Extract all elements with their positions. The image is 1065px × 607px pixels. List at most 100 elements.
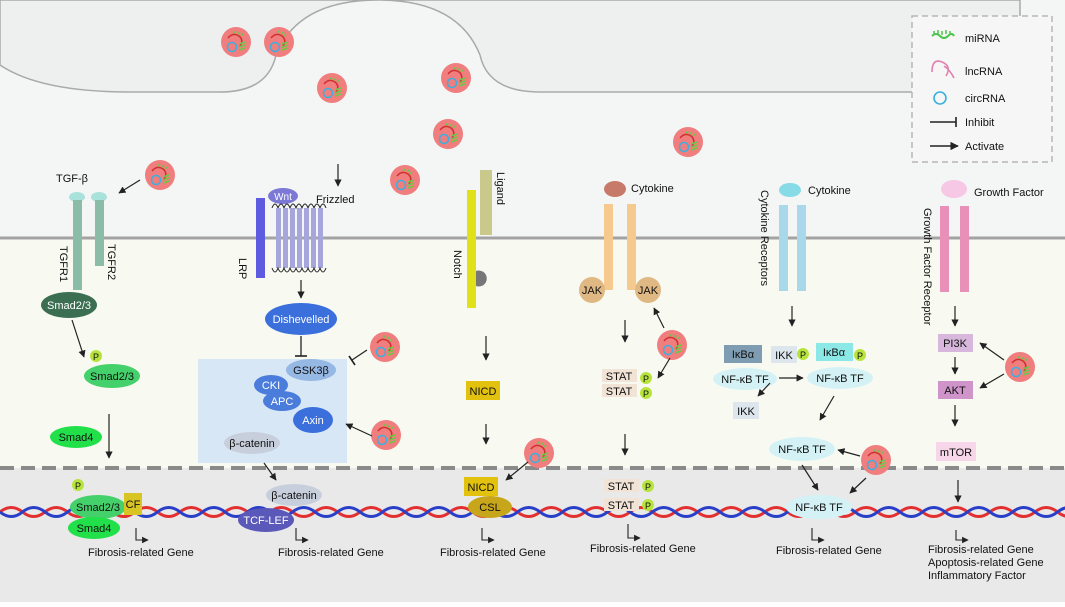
pi3k-akt-pathway: Growth Factor Growth Factor Receptor PI3… bbox=[921, 180, 1044, 582]
stat-label-1: STAT bbox=[606, 371, 633, 383]
cf-label: CF bbox=[126, 499, 141, 511]
ikk-bottom-label: IKK bbox=[737, 406, 755, 418]
nuclear-bcatenin-label: β-catenin bbox=[271, 490, 316, 502]
lrp-receptor bbox=[256, 198, 265, 278]
nuclear-nfkb-label: NF-κB TF bbox=[795, 502, 843, 514]
stat-box-2 bbox=[602, 384, 637, 397]
bcatenin-nuclear-arrow bbox=[263, 462, 277, 481]
nfkb-cytokine-label: Cytokine bbox=[808, 185, 851, 197]
bcatenin-node bbox=[224, 432, 280, 454]
transcription-arrow bbox=[955, 530, 969, 544]
jak-stat-pathway: Cytokine JAK JAK STAT P STAT P STAT P ST… bbox=[579, 181, 696, 555]
nuclear-smad23-label: Smad2/3 bbox=[76, 502, 120, 514]
dishevelled-node bbox=[265, 303, 337, 335]
nuclear-nfkb-node bbox=[786, 495, 852, 519]
legend-lncrna-label: lncRNA bbox=[965, 66, 1003, 78]
tgfr1-receptor bbox=[73, 200, 82, 290]
notch-pathway: Ligand Notch NICD NICD CSL Fibrosis-rela… bbox=[440, 170, 546, 559]
exosome-icon bbox=[672, 126, 704, 158]
csl-node bbox=[468, 496, 512, 518]
ikba-right-box bbox=[816, 343, 853, 361]
ikk-top-box bbox=[771, 346, 797, 363]
wnt-gene-label: Fibrosis-related Gene bbox=[278, 547, 384, 559]
ligand-bar bbox=[480, 170, 492, 235]
exosome-icon bbox=[316, 72, 348, 104]
nuclear-stat-label-1: STAT bbox=[608, 481, 635, 493]
phospho-label: P bbox=[643, 389, 649, 399]
mtor-box bbox=[936, 442, 976, 461]
notch-label: Notch bbox=[451, 250, 463, 279]
legend-circrna-label: circRNA bbox=[965, 93, 1006, 105]
smad4-label: Smad4 bbox=[59, 432, 94, 444]
stat-label-2: STAT bbox=[606, 386, 633, 398]
gsk3b-node bbox=[286, 359, 336, 381]
axin-node bbox=[293, 407, 333, 433]
bcatenin-label: β-catenin bbox=[229, 438, 274, 450]
vesicle-to-stat-arrow bbox=[657, 357, 671, 379]
vesicle-to-nuclear-nfkb-arrow bbox=[849, 477, 867, 494]
smad-activation-arrow bbox=[71, 319, 86, 358]
legend: miRNA lncRNA circRNA Inhibit Activate bbox=[911, 15, 1053, 163]
transcription-arrow bbox=[627, 524, 641, 542]
tgf-ligand-shape bbox=[91, 192, 107, 202]
nfkb-left-label: NF-κB TF bbox=[721, 374, 769, 386]
cki-node bbox=[254, 375, 288, 395]
legend-activate-label: Activate bbox=[965, 141, 1004, 153]
cytokine-ligand bbox=[604, 181, 626, 197]
dishevelled-label: Dishevelled bbox=[273, 314, 330, 326]
ikba-left-label: IκBα bbox=[732, 349, 755, 361]
lrp-label: LRP bbox=[236, 258, 248, 279]
vesicle-to-pi3k-arrow bbox=[979, 342, 1005, 361]
phospho-label: P bbox=[75, 481, 81, 491]
growth-factor-label: Growth Factor bbox=[974, 187, 1044, 199]
phospho-label: P bbox=[800, 350, 806, 360]
apc-label: APC bbox=[271, 396, 294, 408]
phospho-label: P bbox=[93, 352, 99, 362]
fibrosis-gene-label: Fibrosis-related Gene bbox=[928, 544, 1034, 556]
wnt-pathway: Frizzled Wnt LRP Dishevelled GSK3β CKI A… bbox=[198, 164, 384, 559]
apoptosis-gene-label: Apoptosis-related Gene bbox=[928, 557, 1044, 569]
vesicle-to-jak-arrow bbox=[653, 307, 665, 329]
akt-box bbox=[938, 381, 973, 399]
stat-box-1 bbox=[602, 369, 637, 382]
tcf-lef-label: TCF-LEF bbox=[243, 515, 289, 527]
pi3k-box bbox=[938, 334, 973, 352]
vesicle-inhibit-line bbox=[351, 349, 368, 361]
ikk-top-label: IKK bbox=[775, 350, 793, 362]
exosome-icon bbox=[220, 26, 252, 58]
ikk-bottom-box bbox=[733, 402, 759, 419]
jak-cytokine-label: Cytokine bbox=[631, 183, 674, 195]
cki-label: CKI bbox=[262, 380, 280, 392]
tgfr2-label: TGFR2 bbox=[105, 244, 117, 280]
tgf-ligand-shape bbox=[69, 192, 85, 202]
adjacent-cell bbox=[0, 0, 1021, 93]
exosome-icon bbox=[440, 62, 472, 94]
nfkb-pathway: Cytokine Cytokine Receptors IκBα NF-κB T… bbox=[713, 183, 882, 557]
transcription-arrow bbox=[811, 528, 825, 544]
nuclear-nicd-box bbox=[464, 477, 498, 496]
ligand-label: Ligand bbox=[494, 172, 506, 205]
pi3k-label: PI3K bbox=[943, 338, 968, 350]
legend-inhibit-label: Inhibit bbox=[965, 117, 994, 129]
nfkb-left-node bbox=[713, 368, 777, 390]
vesicle-to-nfkb-arrow bbox=[837, 448, 861, 457]
ikk-release-arrow bbox=[757, 382, 771, 397]
notch-gene-label: Fibrosis-related Gene bbox=[440, 547, 546, 559]
cytokine-receptor-left bbox=[604, 204, 613, 290]
tgfr1-label: TGFR1 bbox=[57, 246, 69, 282]
frizzled-label: Frizzled bbox=[316, 194, 355, 206]
jak-gene-label: Fibrosis-related Gene bbox=[590, 543, 696, 555]
phospho-badge bbox=[90, 350, 102, 362]
inhibit-icon bbox=[930, 117, 957, 127]
csl-label: CSL bbox=[479, 502, 500, 514]
exosome-icon bbox=[656, 329, 688, 361]
inflammatory-factor-label: Inflammatory Factor bbox=[928, 570, 1026, 582]
phospho-badge bbox=[640, 387, 652, 399]
vesicle-to-tgf-arrow bbox=[118, 179, 141, 194]
gsk3b-label: GSK3β bbox=[293, 365, 329, 377]
tgf-beta-label: TGF-β bbox=[56, 173, 88, 185]
nfkb-translocation-arrow bbox=[819, 395, 835, 421]
phospho-label: P bbox=[857, 351, 863, 361]
